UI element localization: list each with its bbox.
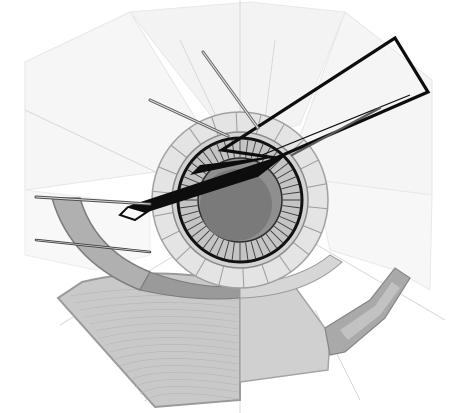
drum-segment-line bbox=[302, 225, 322, 234]
stair-tread bbox=[270, 230, 284, 244]
seat-row bbox=[119, 358, 239, 367]
projecting-frame bbox=[217, 35, 431, 160]
seat-row bbox=[139, 386, 239, 395]
stair-tread bbox=[202, 151, 215, 167]
seat-row bbox=[109, 344, 239, 353]
seat-row bbox=[144, 393, 239, 402]
drum-segment-line bbox=[158, 166, 178, 175]
stair-tread bbox=[256, 143, 264, 161]
drum-segment-line bbox=[255, 114, 262, 135]
drum-segment-line bbox=[300, 159, 319, 170]
stair-tread bbox=[216, 239, 224, 257]
stair-tread bbox=[273, 162, 289, 175]
seat-row bbox=[114, 351, 239, 360]
frame-inner-edge bbox=[261, 94, 411, 156]
drum-segment-line bbox=[170, 144, 188, 159]
seat-row bbox=[84, 309, 239, 318]
seat-row bbox=[99, 330, 239, 339]
drum-segment-line bbox=[292, 241, 310, 256]
stair-tread bbox=[281, 210, 300, 217]
right-stepped-block-inner bbox=[340, 282, 400, 340]
stair-tread bbox=[282, 191, 301, 195]
stair-tread bbox=[273, 225, 289, 238]
black-wedge bbox=[127, 154, 286, 213]
stair-tread bbox=[179, 205, 198, 209]
stair-tread bbox=[183, 216, 201, 224]
black-wedge-elements bbox=[118, 35, 431, 222]
drum-segment-line bbox=[188, 127, 202, 145]
seat-row bbox=[89, 316, 239, 325]
stair-tread bbox=[191, 225, 207, 238]
stair-tread bbox=[183, 176, 201, 184]
drum-segment-line bbox=[218, 265, 225, 286]
wedge-tip-outline bbox=[118, 206, 151, 222]
stair-tread bbox=[223, 241, 230, 260]
stair-tread bbox=[196, 230, 210, 244]
black-wedge-upper bbox=[190, 155, 285, 175]
stair-tread bbox=[202, 233, 215, 249]
drum-segment-line bbox=[278, 255, 292, 273]
lower-right-sector bbox=[239, 267, 411, 383]
bar-upper-2-core bbox=[149, 99, 229, 137]
stair-tread bbox=[281, 183, 300, 190]
seat-row bbox=[79, 302, 239, 311]
seat-row bbox=[124, 365, 239, 374]
drum-segment-line bbox=[306, 183, 327, 188]
seat-row bbox=[134, 379, 239, 388]
stair-tread bbox=[216, 143, 224, 161]
stair-tread bbox=[186, 221, 204, 231]
seat-row bbox=[104, 337, 239, 346]
bar-left-2-core bbox=[35, 239, 151, 253]
drum-segment-line bbox=[175, 246, 191, 261]
drum-segment-line bbox=[161, 230, 180, 241]
radiating-bars bbox=[34, 50, 382, 254]
stair-tread bbox=[261, 236, 271, 254]
outer-ring bbox=[51, 197, 343, 300]
pale-sector-lower-right bbox=[314, 179, 433, 291]
bar-right bbox=[290, 106, 382, 157]
stair-tread bbox=[186, 169, 204, 179]
bar-upper-1-core bbox=[202, 51, 259, 129]
stair-tread bbox=[276, 169, 294, 179]
drum-segment-line bbox=[242, 267, 245, 288]
stair-tread bbox=[231, 242, 235, 261]
seat-row bbox=[129, 372, 239, 381]
stair-tread bbox=[256, 239, 264, 257]
drum-segment-line bbox=[261, 264, 269, 284]
seat-row bbox=[94, 323, 239, 332]
stair-tread bbox=[279, 176, 297, 184]
stair-tread bbox=[209, 146, 219, 164]
drum-segment-line bbox=[235, 112, 238, 133]
stair-tread bbox=[276, 221, 294, 231]
stair-tread bbox=[265, 233, 278, 249]
stair-tread bbox=[209, 236, 219, 254]
stair-tread bbox=[245, 242, 249, 261]
stair-tread bbox=[250, 241, 257, 260]
bar-left-1-core bbox=[35, 196, 151, 205]
drum-segment-line bbox=[307, 206, 328, 210]
stair-tread bbox=[279, 216, 297, 224]
drum-segment-line bbox=[153, 212, 174, 217]
drum-segment-line bbox=[195, 258, 207, 277]
stair-tread bbox=[180, 210, 199, 217]
stair-tread bbox=[282, 205, 301, 209]
drum-segment-line bbox=[273, 123, 285, 142]
